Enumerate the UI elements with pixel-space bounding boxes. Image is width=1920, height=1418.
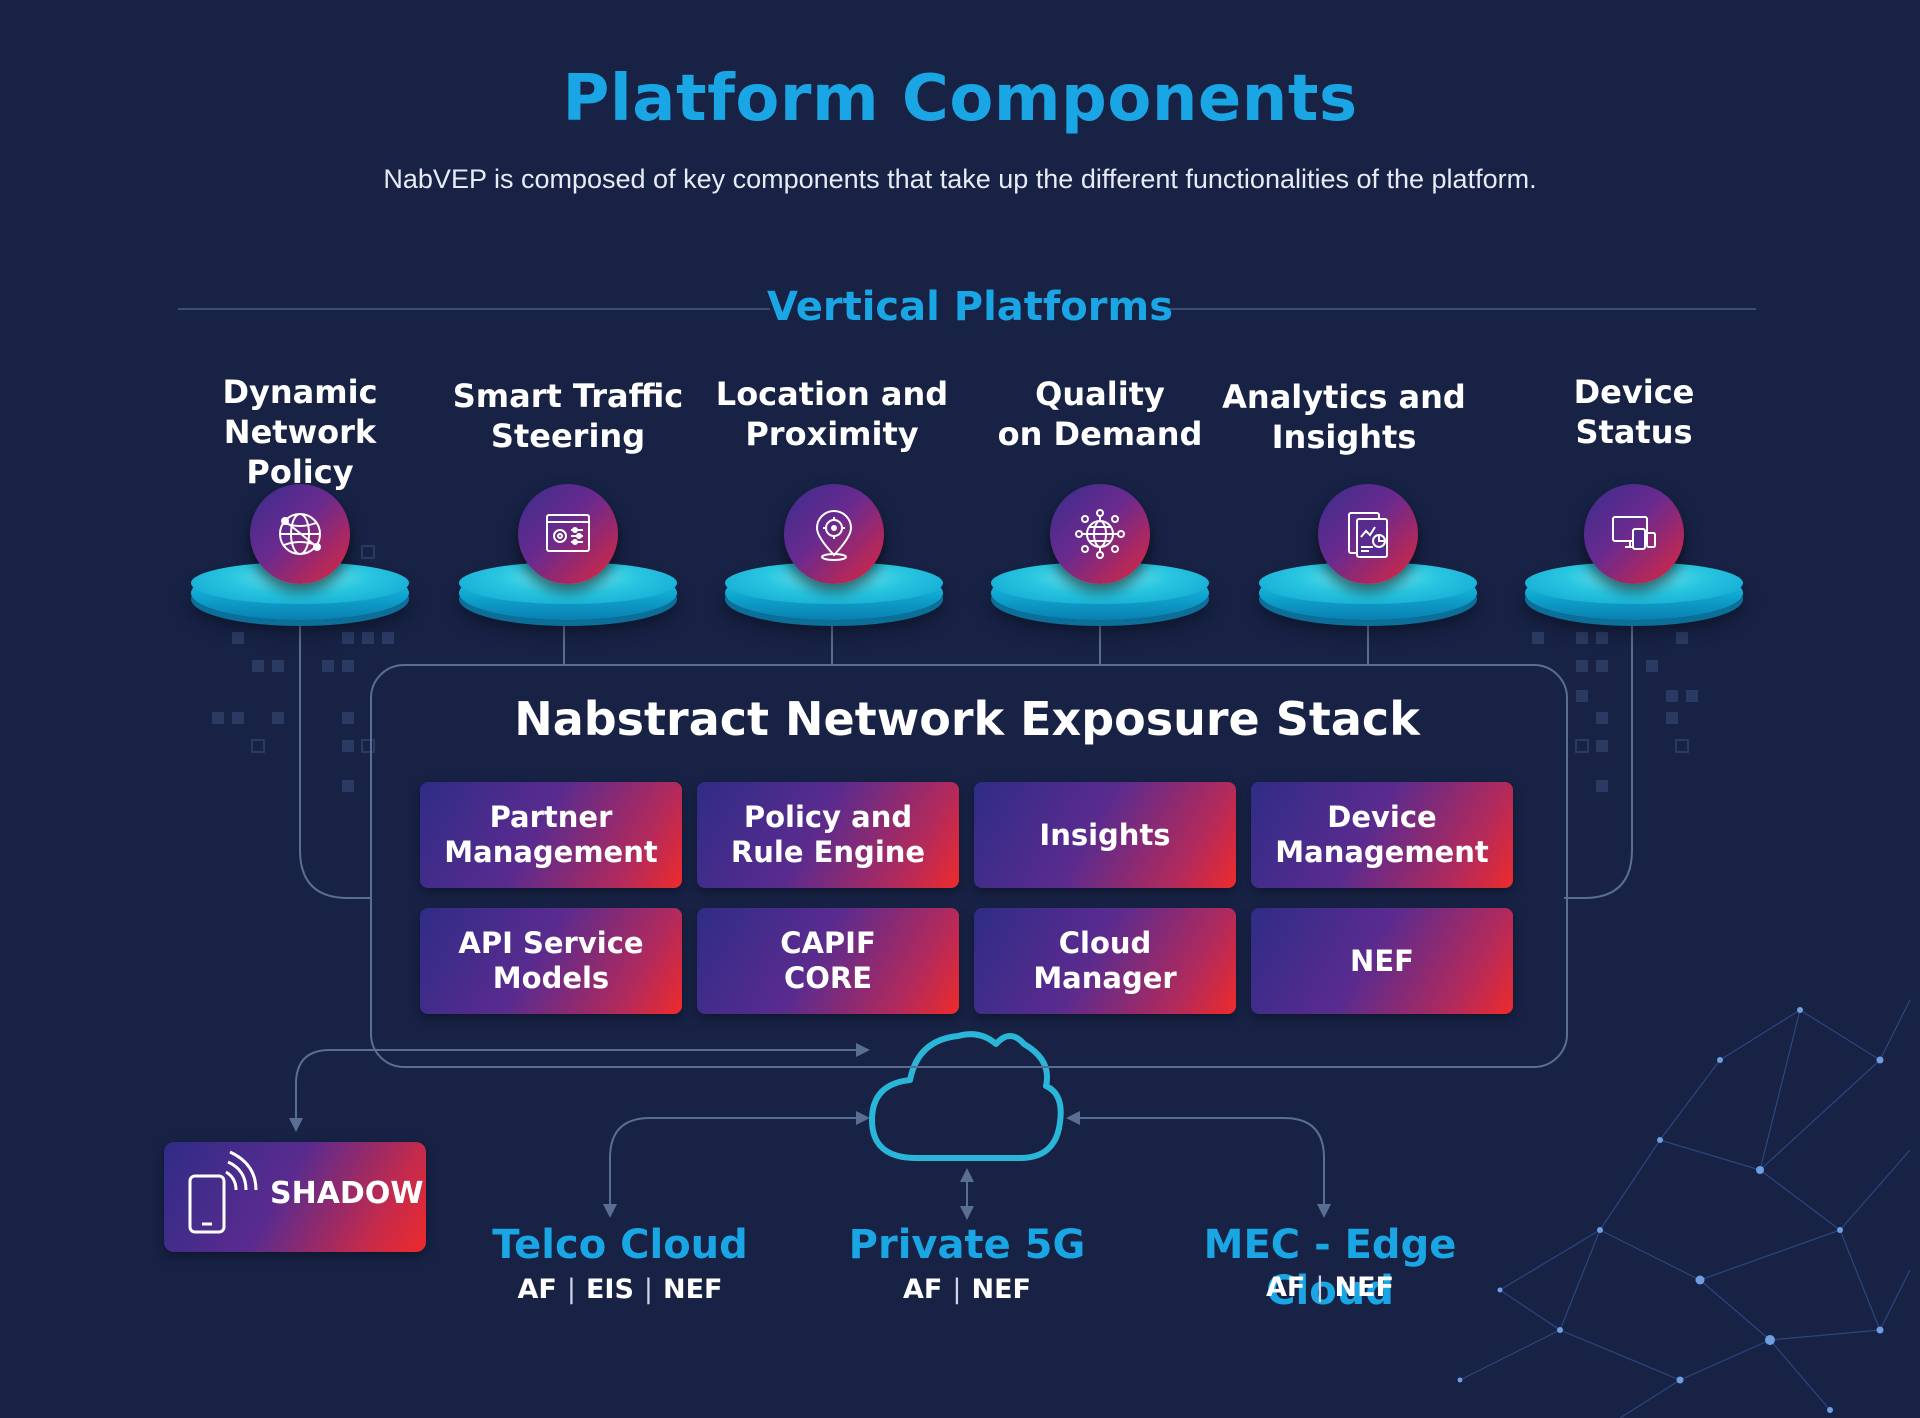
- platform-orb[interactable]: [1584, 484, 1684, 584]
- network-mesh-nodes: [1457, 1007, 1884, 1413]
- platform-orb[interactable]: [250, 484, 350, 584]
- cloud-icon: [869, 1031, 1064, 1161]
- platform-orb[interactable]: [1050, 484, 1150, 584]
- destination-telco-cloud-tags: AF|EIS|NEF: [517, 1274, 723, 1305]
- network-exposure-stack: [370, 664, 1568, 1068]
- vertical-platforms-label: Vertical Platforms: [766, 284, 1174, 330]
- location-pin-icon: [815, 510, 853, 561]
- page-title: Platform Components: [562, 62, 1358, 136]
- destination-private-5g: Private 5G: [848, 1222, 1086, 1268]
- globe-network-icon: [279, 513, 321, 555]
- platform-orb[interactable]: [784, 484, 884, 584]
- destination-private-5g-tags: AF|NEF: [903, 1274, 1031, 1305]
- stack-title: Nabstract Network Exposure Stack: [514, 692, 1420, 746]
- network-mesh-decoration: [1459, 999, 1911, 1418]
- mobile-signal-icon: [188, 1150, 258, 1234]
- shadow-box[interactable]: [164, 1142, 426, 1252]
- platform-orb[interactable]: [1318, 484, 1418, 584]
- tile-insights[interactable]: Insights: [974, 782, 1236, 888]
- page-subtitle: NabVEP is composed of key components tha…: [383, 164, 1537, 194]
- destination-mec-edge-cloud-tags: AF|NEF: [1266, 1272, 1394, 1303]
- destination-telco-cloud: Telco Cloud: [492, 1222, 748, 1268]
- devices-icon: [1612, 516, 1656, 550]
- tile-nef[interactable]: NEF: [1251, 908, 1513, 1014]
- analytics-report-icon: [1348, 512, 1388, 558]
- pixel-decoration: [212, 632, 1698, 792]
- destination-mec-edge-cloud: MEC - Edge Cloud: [1203, 1222, 1457, 1314]
- shadow-label: SHADOW: [270, 1176, 424, 1211]
- globe-nodes-icon: [1075, 509, 1125, 559]
- platform-orb[interactable]: [518, 484, 618, 584]
- section-rule-left: [178, 308, 770, 310]
- section-rule-right: [1164, 308, 1756, 310]
- browser-settings-icon: [546, 514, 590, 552]
